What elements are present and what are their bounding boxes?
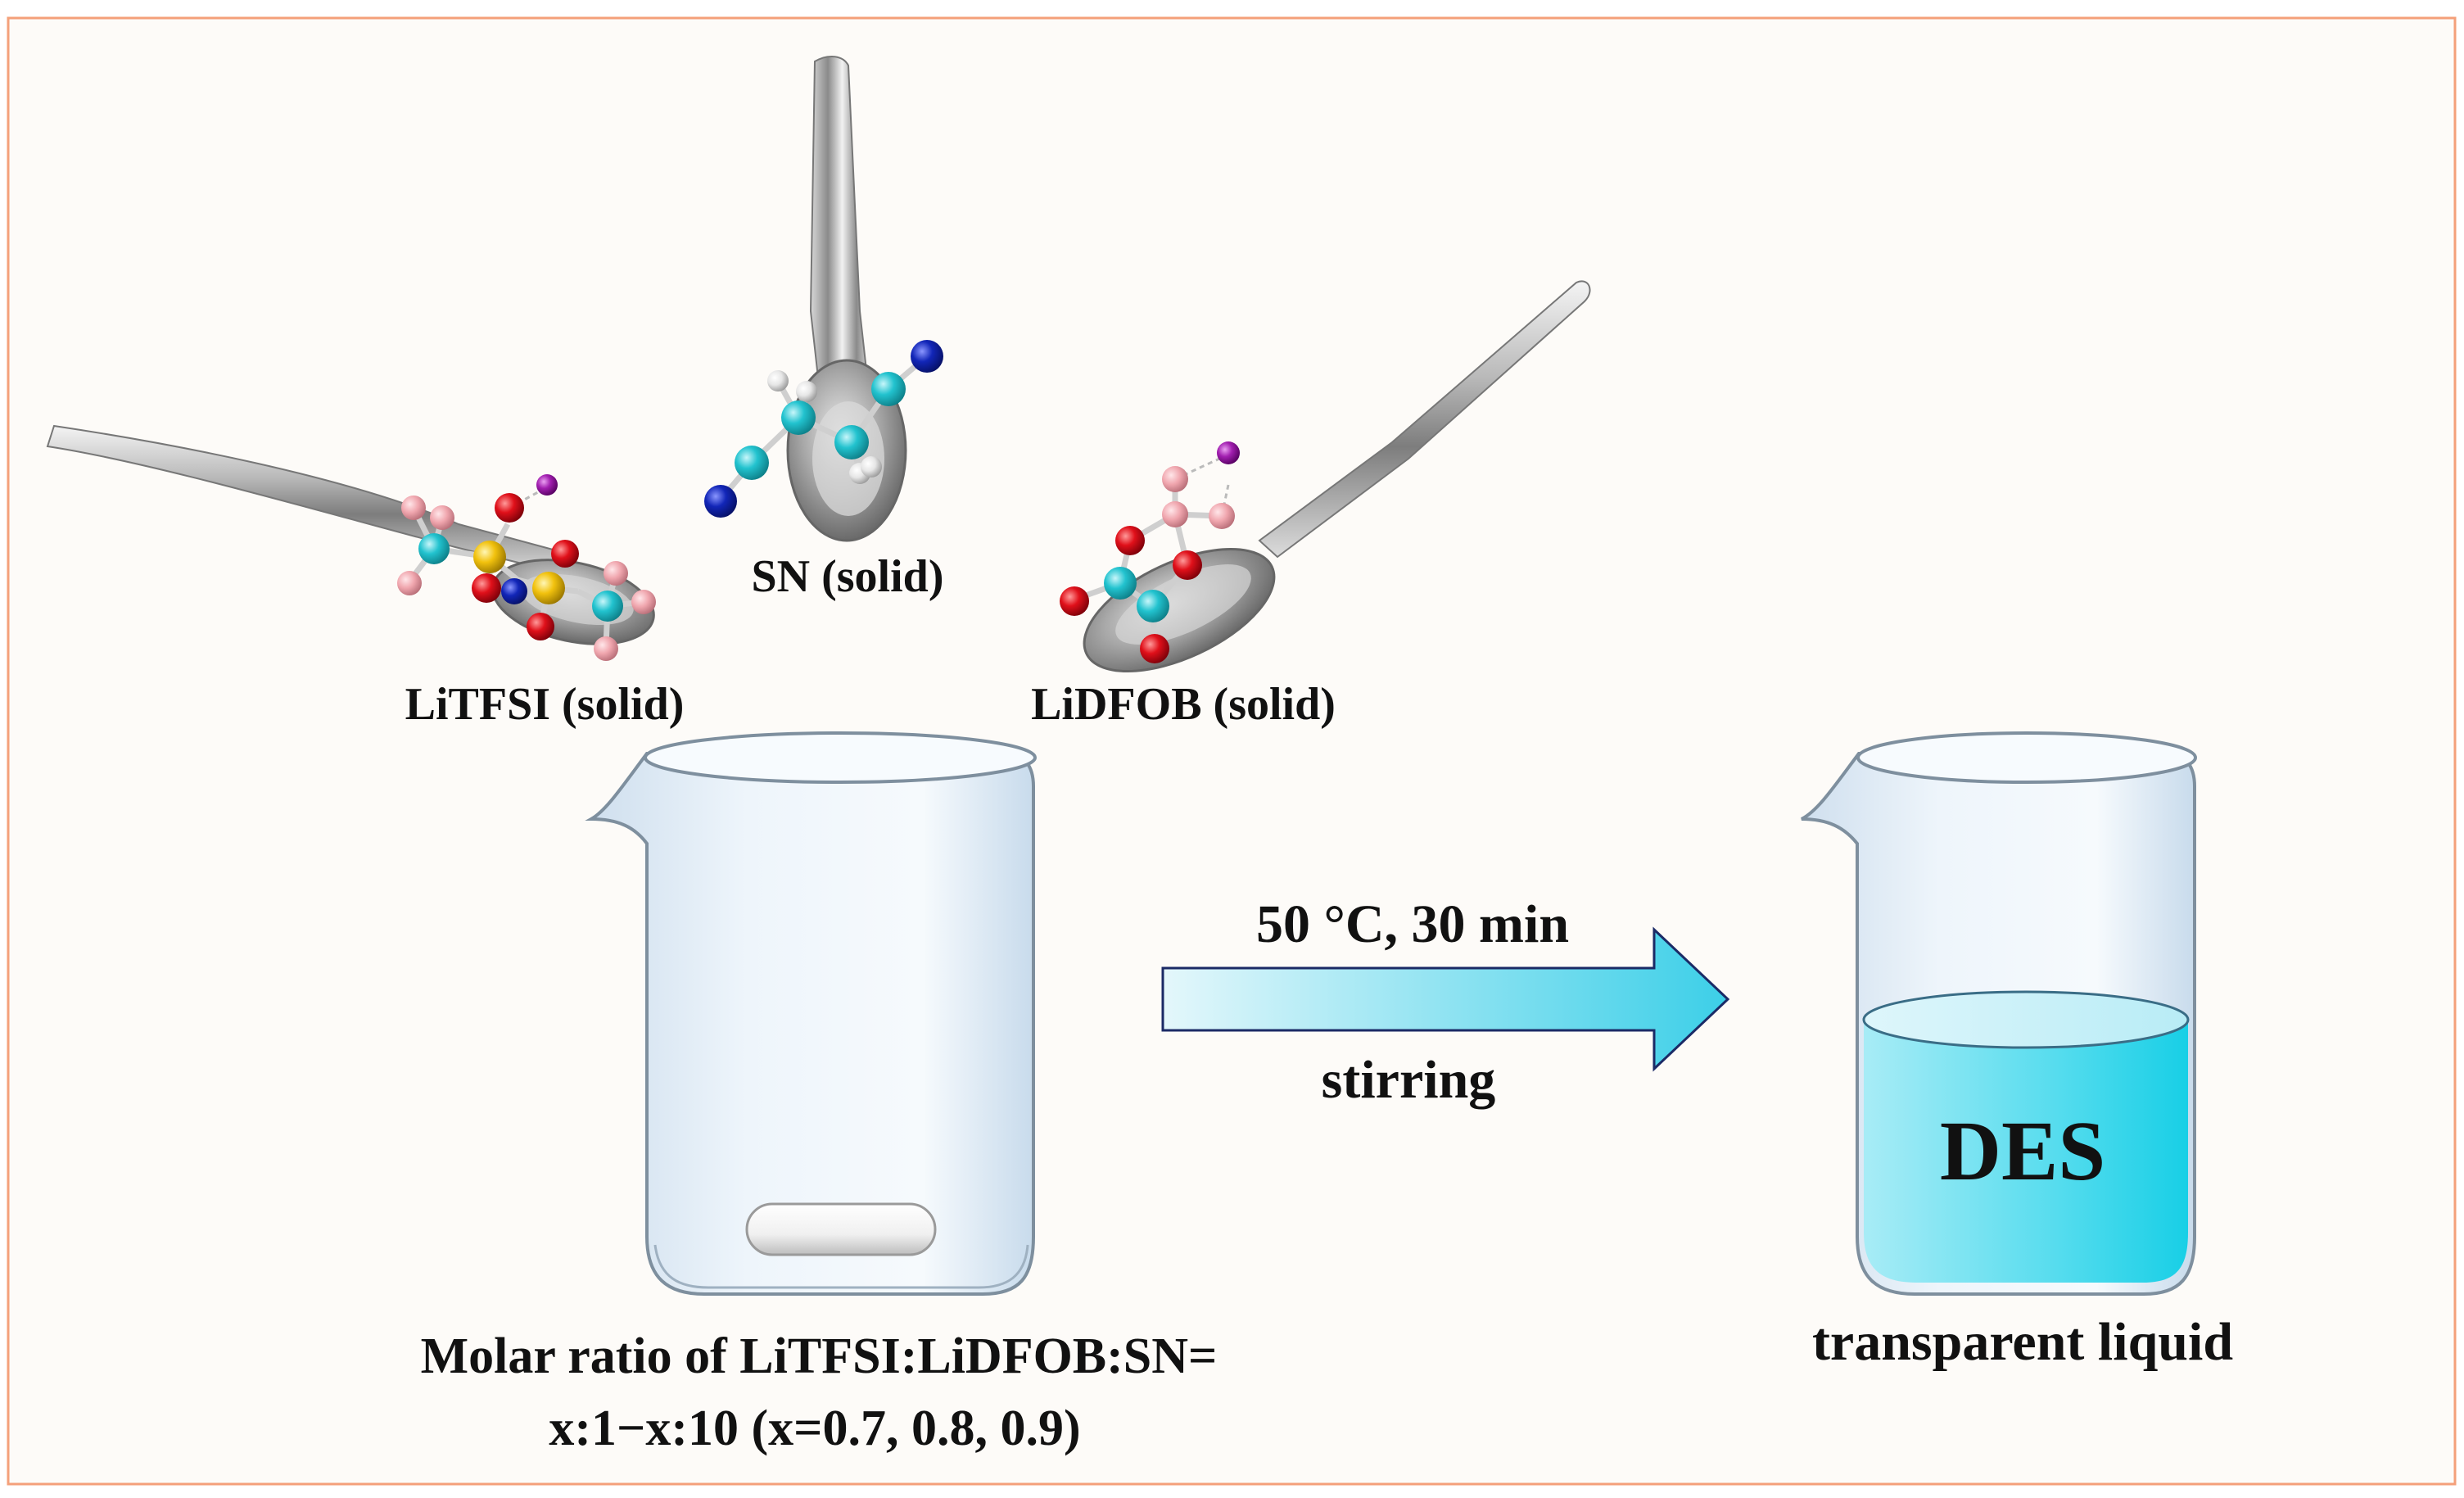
stir-bar-icon	[745, 1202, 937, 1256]
des-label: DES	[1940, 1104, 2105, 1198]
product-label: transparent liquid	[1812, 1312, 2233, 1372]
stirring-label: stirring	[1322, 1050, 1496, 1110]
beaker-left-icon	[585, 731, 1037, 1296]
beaker-right-icon	[1801, 731, 2197, 1296]
des-liquid	[1864, 1020, 2188, 1283]
arrow-right-icon	[1161, 926, 1730, 1072]
condition-label: 50 °C, 30 min	[1256, 894, 1569, 954]
litfsi-molecule	[397, 474, 656, 661]
spoon-right-icon	[1083, 280, 1591, 673]
lidfob-molecule	[1060, 441, 1240, 663]
sn-molecule	[704, 340, 943, 518]
lidfob-label: LiDFOB (solid)	[1031, 679, 1336, 730]
ratio-label-line1: Molar ratio of LiTFSI:LiDFOB:SN=	[421, 1328, 1218, 1384]
ratio-label-line2: x:1−x:10 (x=0.7, 0.8, 0.9)	[549, 1401, 1080, 1456]
litfsi-label: LiTFSI (solid)	[405, 679, 685, 730]
sn-label: SN (solid)	[752, 551, 944, 602]
